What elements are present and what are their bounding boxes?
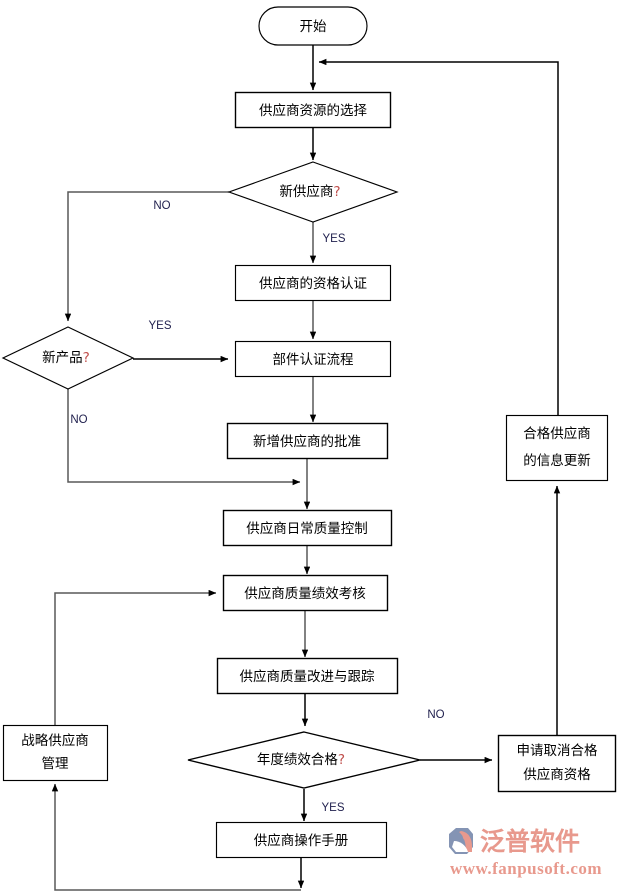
node-strategic-supplier-management[interactable]: 战略供应商 管理 [2,724,109,782]
node-new-supplier-decision[interactable]: 新供应商? [227,161,399,223]
node-newprod-label: 新产品? [42,350,90,366]
edge-label-newprod-yes: YES [148,320,171,332]
node-cancel-label-line1: 申请取消合格 [517,743,598,759]
node-qualify-label: 供应商的资格认证 [259,275,367,292]
node-quality-improvement-tracking[interactable]: 供应商质量改进与跟踪 [216,657,399,695]
node-supplier-operation-manual[interactable]: 供应商操作手册 [215,821,388,859]
node-improve-label: 供应商质量改进与跟踪 [240,668,375,685]
node-quality-performance-review[interactable]: 供应商质量绩效考核 [222,574,389,612]
connector-strategic-to-perf [54,589,217,725]
node-part-certification-process[interactable]: 部件认证流程 [234,340,392,378]
node-partcert-label: 部件认证流程 [273,352,354,368]
node-update-label-line2: 的信息更新 [523,452,591,469]
node-newsup-label: 新供应商? [279,183,340,200]
node-supplier-resource-selection[interactable]: 供应商资源的选择 [234,91,392,129]
node-annual-label: 年度绩效合格? [257,752,345,768]
node-strategic-label-line2: 管理 [42,756,69,772]
node-start-label: 开始 [300,19,327,35]
node-select-label: 供应商资源的选择 [259,102,367,119]
node-update-label-line1: 合格供应商 [523,425,591,442]
connector-update-to-top [318,58,559,415]
node-perf-label: 供应商质量绩效考核 [244,585,366,602]
node-cancel-label-line2: 供应商资格 [523,766,591,783]
edge-label-newsup-yes: YES [322,233,345,245]
edge-label-newprod-no: NO [70,414,87,426]
edge-label-annual-no: NO [427,709,444,721]
connector-newsup-no-to-newprod [64,191,229,322]
node-approve-label: 新增供应商的批准 [253,433,361,450]
node-daily-quality-control[interactable]: 供应商日常质量控制 [222,509,393,547]
node-request-cancel-qualification[interactable]: 申请取消合格 供应商资格 [497,734,617,793]
node-supplier-qualification[interactable]: 供应商的资格认证 [234,264,392,302]
connector-newprod-no-to-daily [67,389,301,486]
node-strategic-label-line1: 战略供应商 [21,732,89,749]
connector-manual-to-strategic [51,783,305,891]
node-daily-label: 供应商日常质量控制 [246,520,368,537]
node-new-supplier-approval[interactable]: 新增供应商的批准 [226,422,389,460]
edge-label-annual-yes: YES [321,802,344,814]
node-manual-label: 供应商操作手册 [254,832,349,849]
node-qualified-supplier-info-update[interactable]: 合格供应商 的信息更新 [505,414,609,482]
node-annual-performance-decision[interactable]: 年度绩效合格? [187,731,421,789]
edge-label-newsup-no: NO [153,200,170,212]
node-new-product-decision[interactable]: 新产品? [1,326,135,390]
node-start[interactable]: 开始 [258,6,368,46]
